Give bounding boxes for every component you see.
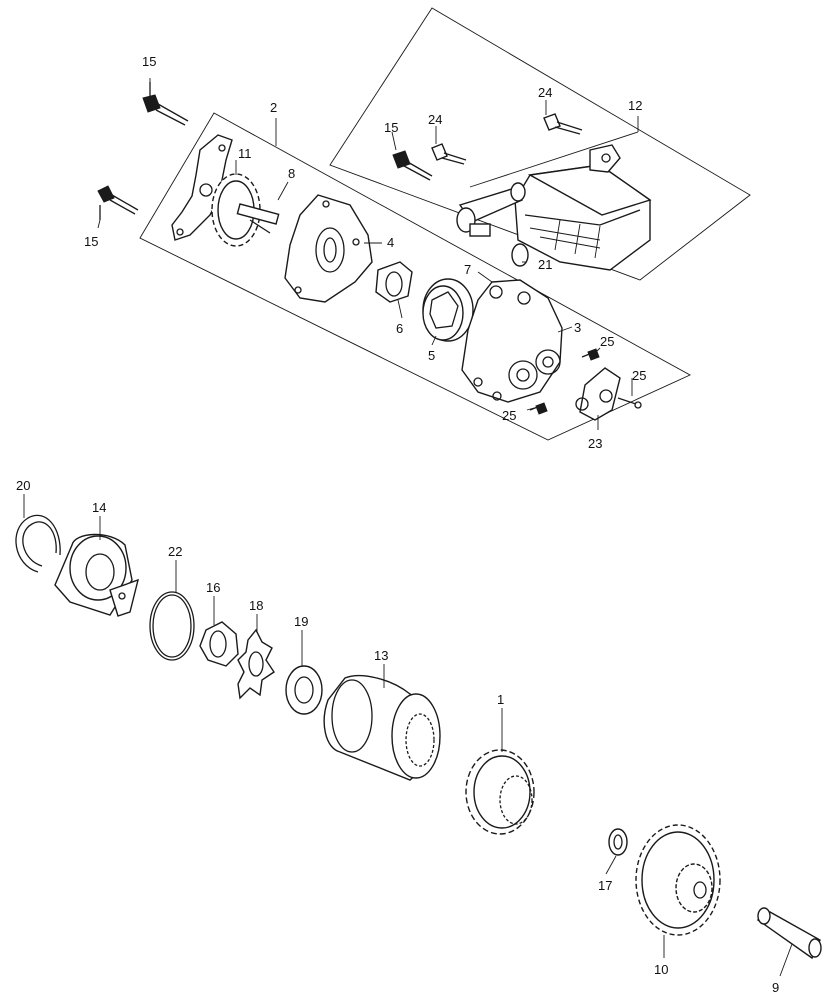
bolt-25-a (581, 348, 600, 361)
callout-15-left: 15 (84, 234, 98, 249)
callout-19: 19 (294, 614, 308, 629)
bolt-15-left (97, 185, 139, 220)
driven-gear-10 (635, 824, 721, 936)
clutch-center-13 (323, 675, 441, 781)
callout-2: 2 (270, 100, 277, 115)
bolt-15-strainer (392, 150, 433, 181)
callout-18: 18 (249, 598, 263, 613)
callout-5: 5 (428, 348, 435, 363)
inner-rotor-6 (375, 261, 413, 303)
pump-gear-8 (211, 173, 280, 247)
callout-20: 20 (16, 478, 30, 493)
callout-labels: 2 11 8 4 6 5 7 3 12 24 24 15 15 15 21 25… (16, 54, 779, 995)
callout-16: 16 (206, 580, 220, 595)
bolt-25-b (617, 397, 642, 409)
clutch-housing-14 (54, 533, 139, 617)
pump-cover-3 (461, 279, 563, 403)
gasket-23 (575, 367, 621, 421)
o-ring-22 (149, 591, 195, 661)
callout-24-left: 24 (428, 112, 442, 127)
callout-11: 11 (238, 146, 252, 161)
callout-21: 21 (538, 257, 552, 272)
o-ring-21 (511, 243, 529, 267)
callout-1: 1 (497, 692, 504, 707)
callout-6: 6 (396, 321, 403, 336)
outer-rotor-5 (422, 278, 474, 342)
oil-strainer-12 (456, 144, 652, 271)
washer-17 (608, 828, 628, 856)
lock-nut-16 (199, 621, 239, 667)
callout-23: 23 (588, 436, 602, 451)
callout-14: 14 (92, 500, 106, 515)
washer-19 (285, 665, 323, 715)
bolt-24-left (431, 143, 467, 165)
callout-24-right: 24 (538, 85, 552, 100)
leader-lines (23, 78, 793, 977)
callout-12: 12 (628, 98, 642, 113)
callout-10: 10 (654, 962, 668, 977)
pump-bracket-11 (171, 134, 233, 241)
bolt-15-top (142, 82, 189, 126)
callout-9: 9 (772, 980, 779, 995)
lock-washer-18 (237, 628, 275, 700)
callout-15-top: 15 (142, 54, 156, 69)
callout-25-a: 25 (600, 334, 614, 349)
callout-25-c: 25 (502, 408, 516, 423)
callout-25-b: 25 (632, 368, 646, 383)
callout-4: 4 (387, 235, 394, 250)
bolt-25-c (529, 402, 548, 415)
oil-pump-assembly-frame (139, 112, 692, 441)
callout-13: 13 (374, 648, 388, 663)
callout-22: 22 (168, 544, 182, 559)
callout-7: 7 (464, 262, 471, 277)
callout-3: 3 (574, 320, 581, 335)
callout-15-strainer: 15 (384, 120, 398, 135)
pump-plate-4 (284, 194, 373, 303)
callout-8: 8 (288, 166, 295, 181)
callout-17: 17 (598, 878, 612, 893)
bolt-24-right (543, 113, 583, 135)
drive-gear-1 (465, 749, 535, 835)
shaft-9 (756, 907, 822, 960)
circlip-20 (15, 514, 61, 573)
